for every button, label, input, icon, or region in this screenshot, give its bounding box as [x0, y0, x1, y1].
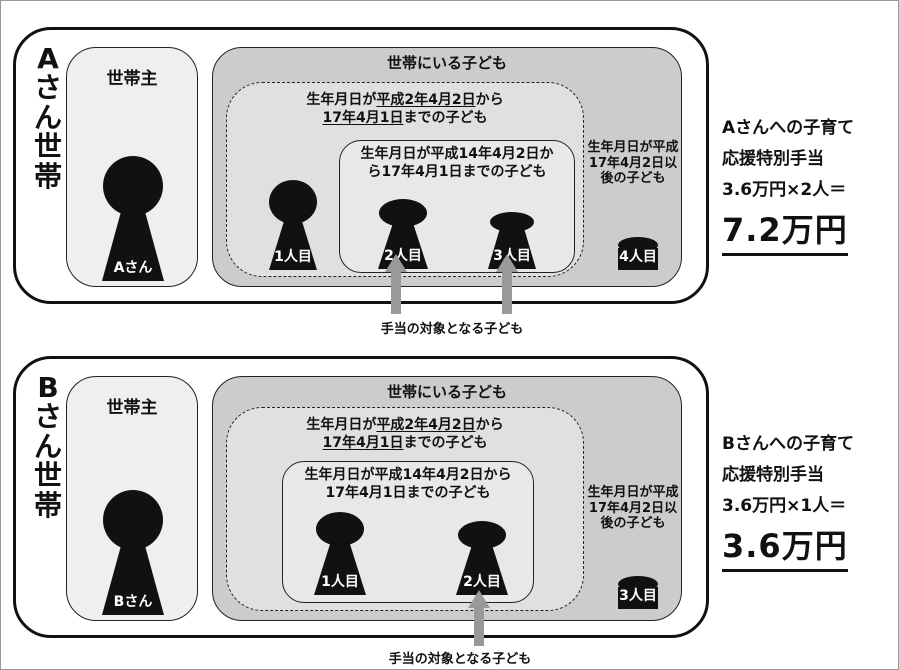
calc-line3: 3.6万円×2人＝ — [722, 180, 847, 200]
household-head-title: 世帯主 — [106, 69, 158, 89]
person-icon-child-4: 4人目 — [615, 234, 661, 270]
household-b-label-char: 帯 — [33, 488, 62, 522]
calc-line2: 応援特別手当 — [722, 149, 824, 169]
calc-total: 7.2万円 — [722, 205, 848, 256]
child-1-label: 1人目 — [321, 574, 359, 590]
household-b-label-char: ん — [33, 429, 62, 463]
household-b-calc: Bさんへの子育て 応援特別手当 3.6万円×1人＝ 3.6万円 — [722, 436, 892, 572]
dashed-range-title: 生年月日が平成2年4月2日から 17年4月1日までの子ども — [306, 417, 504, 452]
head-person-label: Aさん — [113, 260, 153, 276]
inner-range-title: 生年月日が平成14年4月2日から17年4月1日までの子ども — [360, 146, 554, 181]
eligible-caption: 手当の対象となる子ども — [388, 652, 532, 667]
household-a-label-char: 世 — [33, 130, 62, 164]
household-b-label-char: さ — [33, 400, 62, 434]
household-a-label-char: ん — [33, 100, 62, 134]
person-icon-child-3: 3人目 — [615, 573, 661, 609]
child-3-label: 3人目 — [619, 588, 657, 604]
later-born-label: 生年月日が平成17年4月2日以後の子ども — [587, 140, 679, 187]
person-icon-child-1: 1人目 — [267, 180, 319, 270]
dashed-range-title: 生年月日が平成2年4月2日から 17年4月1日までの子ども — [306, 92, 504, 127]
household-a-label-char: 帯 — [33, 159, 62, 193]
household-b-label-char: B — [37, 371, 59, 404]
household-b-label: B さ ん 世 帯 — [30, 373, 66, 520]
household-head-panel: 世帯主 Bさん — [66, 376, 198, 621]
person-icon-head: Aさん — [100, 156, 166, 281]
arrow-up-icon — [468, 590, 490, 646]
children-panel-title: 世帯にいる子ども — [386, 383, 507, 401]
calc-line1: Bさんへの子育て — [722, 434, 854, 454]
household-a-box: A さ ん 世 帯 世帯主 Aさん 世帯にいる子ども 生年月日が平成17年4月2… — [13, 27, 709, 304]
household-a-label-char: さ — [33, 71, 62, 105]
eligible-caption: 手当の対象となる子ども — [380, 322, 524, 337]
arrow-up-icon — [385, 254, 407, 314]
person-icon-child-2: 2人目 — [454, 521, 510, 595]
household-a-label-char: A — [37, 42, 59, 75]
household-b-box: B さ ん 世 帯 世帯主 Bさん 世帯にいる子ども 生年月日が平成17年4月2… — [13, 356, 709, 638]
person-icon-child-1: 1人目 — [312, 511, 368, 595]
child-3-label: 3人目 — [493, 248, 531, 264]
head-person-label: Bさん — [113, 594, 153, 610]
household-b-label-char: 世 — [33, 459, 62, 493]
household-a-label: A さ ん 世 帯 — [30, 44, 66, 191]
calc-line1: Aさんへの子育て — [722, 118, 855, 138]
person-icon-head: Bさん — [100, 490, 166, 615]
calc-line2: 応援特別手当 — [722, 465, 824, 485]
later-born-label: 生年月日が平成17年4月2日以後の子ども — [587, 485, 679, 532]
children-panel-title: 世帯にいる子ども — [386, 54, 507, 72]
household-a-calc: Aさんへの子育て 応援特別手当 3.6万円×2人＝ 7.2万円 — [722, 120, 892, 256]
child-2-label: 2人目 — [463, 574, 501, 590]
person-icon-child-2: 2人目 — [376, 199, 430, 269]
inner-range-title: 生年月日が平成14年4月2日から17年4月1日までの子ども — [304, 467, 512, 502]
arrow-up-icon — [496, 254, 518, 314]
person-icon-child-3: 3人目 — [486, 212, 538, 269]
inner-range-box: 生年月日が平成14年4月2日から17年4月1日までの子ども — [339, 140, 575, 273]
child-4-label: 4人目 — [619, 249, 657, 265]
household-head-panel: 世帯主 Aさん — [66, 47, 198, 287]
household-head-title: 世帯主 — [106, 398, 158, 418]
calc-total: 3.6万円 — [722, 521, 848, 572]
child-1-label: 1人目 — [274, 249, 312, 265]
calc-line3: 3.6万円×1人＝ — [722, 496, 847, 516]
